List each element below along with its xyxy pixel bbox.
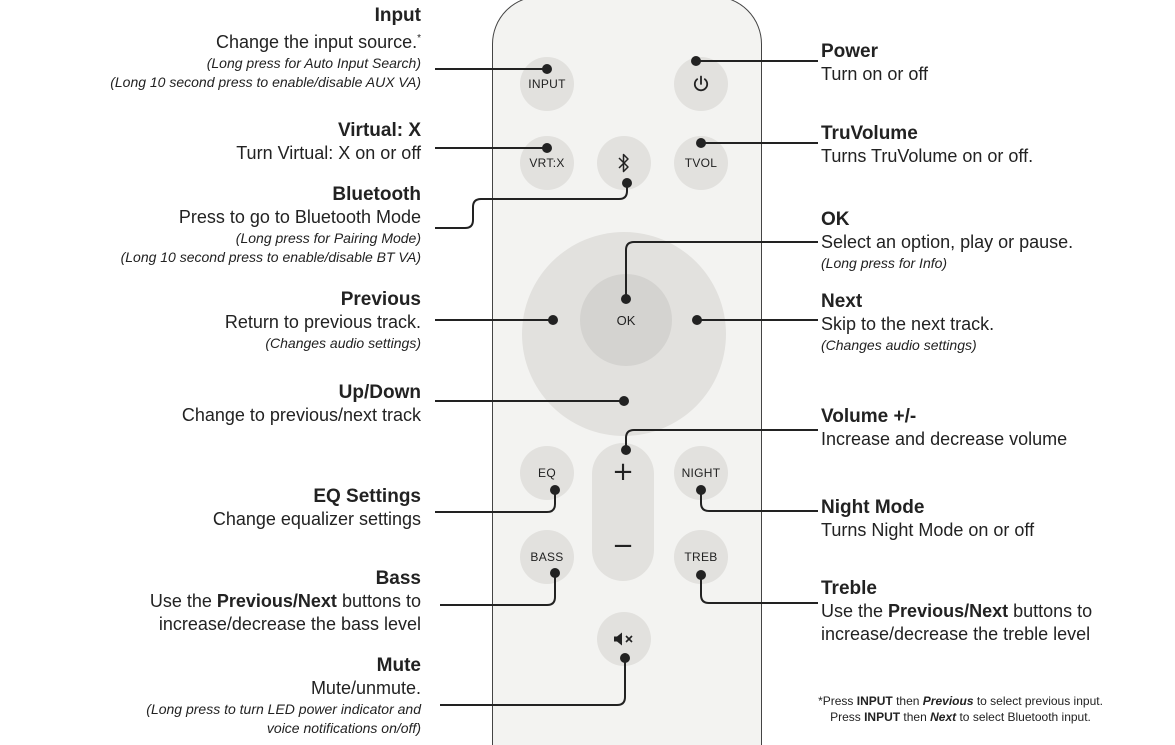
volume-down-button[interactable]: − bbox=[612, 531, 634, 561]
updown-desc: Change to previous/next track bbox=[181, 405, 421, 425]
input-label: Input Change the input source.* (Long pr… bbox=[110, 4, 421, 92]
updown-title: Up/Down bbox=[338, 382, 421, 403]
connector-dot bbox=[691, 56, 701, 66]
treble-desc: Use the Previous/Next buttons to bbox=[821, 601, 1093, 621]
volume-title: Volume +/- bbox=[821, 406, 917, 427]
connector-dot bbox=[550, 485, 560, 495]
bluetooth-title: Bluetooth bbox=[332, 184, 421, 205]
virtual-x-title: Virtual: X bbox=[337, 120, 421, 141]
eq-desc: Change equalizer settings bbox=[212, 509, 421, 529]
next-label: Next Skip to the next track. (Changes au… bbox=[821, 290, 994, 355]
bluetooth-label: Bluetooth Press to go to Bluetooth Mode … bbox=[121, 183, 421, 267]
treble-desc-2: increase/decrease the treble level bbox=[821, 624, 1091, 644]
power-icon bbox=[693, 75, 709, 92]
bass-desc: Use the Previous/Next buttons to bbox=[149, 591, 421, 611]
previous-note: (Changes audio settings) bbox=[265, 335, 421, 351]
connector-dot bbox=[692, 315, 702, 325]
connector-dot bbox=[696, 138, 706, 148]
bass-title: Bass bbox=[375, 568, 421, 589]
previous-title: Previous bbox=[340, 289, 421, 310]
connector-dot bbox=[696, 570, 706, 580]
connector-dot bbox=[550, 568, 560, 578]
connector-dot bbox=[696, 485, 706, 495]
input-note-1: (Long press for Auto Input Search) bbox=[206, 55, 421, 71]
night-desc: Turns Night Mode on or off bbox=[821, 520, 1035, 540]
next-note: (Changes audio settings) bbox=[821, 337, 977, 353]
bass-button[interactable]: BASS bbox=[520, 530, 574, 584]
power-label: Power Turn on or off bbox=[821, 40, 928, 86]
connector-dot bbox=[622, 178, 632, 188]
truvolume-title: TruVolume bbox=[821, 123, 918, 144]
bass-label: Bass Use the Previous/Next buttons to in… bbox=[150, 567, 421, 636]
mute-desc: Mute/unmute. bbox=[310, 678, 421, 698]
connector-dot bbox=[619, 396, 629, 406]
eq-label: EQ Settings Change equalizer settings bbox=[213, 485, 421, 531]
bluetooth-desc: Press to go to Bluetooth Mode bbox=[178, 207, 421, 227]
treble-title: Treble bbox=[821, 578, 877, 599]
bluetooth-note-2: (Long 10 second press to enable/disable … bbox=[120, 249, 421, 265]
eq-title: EQ Settings bbox=[313, 486, 421, 507]
connector-dot bbox=[542, 64, 552, 74]
truvolume-desc: Turns TruVolume on or off. bbox=[821, 146, 1034, 166]
previous-label: Previous Return to previous track. (Chan… bbox=[225, 288, 421, 353]
eq-button[interactable]: EQ bbox=[520, 446, 574, 500]
next-title: Next bbox=[821, 291, 863, 312]
connector-dot bbox=[621, 445, 631, 455]
ok-note: (Long press for Info) bbox=[821, 255, 948, 271]
night-title: Night Mode bbox=[821, 497, 925, 518]
truvolume-label: TruVolume Turns TruVolume on or off. bbox=[821, 122, 1033, 168]
updown-label: Up/Down Change to previous/next track bbox=[182, 381, 421, 427]
previous-desc: Return to previous track. bbox=[224, 312, 421, 332]
power-button[interactable] bbox=[674, 57, 728, 111]
connector-dot bbox=[620, 653, 630, 663]
volume-label: Volume +/- Increase and decrease volume bbox=[821, 405, 1067, 451]
ok-label: OK Select an option, play or pause. (Lon… bbox=[821, 208, 1073, 273]
bluetooth-note-1: (Long press for Pairing Mode) bbox=[235, 230, 421, 246]
volume-rocker[interactable]: + − bbox=[592, 443, 654, 581]
treble-label: Treble Use the Previous/Next buttons to … bbox=[821, 577, 1092, 646]
next-desc: Skip to the next track. bbox=[821, 314, 995, 334]
mute-note-2: voice notifications on/off) bbox=[266, 720, 421, 736]
input-title: Input bbox=[374, 5, 421, 26]
footnote-line-2: Press INPUT then Next to select Bluetoot… bbox=[830, 710, 1091, 724]
bluetooth-icon bbox=[618, 153, 629, 173]
night-label: Night Mode Turns Night Mode on or off bbox=[821, 496, 1034, 542]
bass-desc-2: increase/decrease the bass level bbox=[158, 614, 421, 634]
power-title: Power bbox=[821, 41, 879, 62]
footnote: *Press INPUT then Previous to select pre… bbox=[748, 693, 1173, 725]
power-desc: Turn on or off bbox=[821, 64, 929, 84]
ok-desc: Select an option, play or pause. bbox=[821, 232, 1074, 252]
volume-desc: Increase and decrease volume bbox=[821, 429, 1068, 449]
connector-dot bbox=[542, 143, 552, 153]
virtual-x-desc: Turn Virtual: X on or off bbox=[236, 143, 421, 163]
mute-title: Mute bbox=[376, 655, 421, 676]
ok-title: OK bbox=[821, 209, 850, 230]
input-note-2: (Long 10 second press to enable/disable … bbox=[110, 74, 421, 90]
mute-icon bbox=[614, 632, 633, 646]
footnote-line-1: *Press INPUT then Previous to select pre… bbox=[818, 694, 1103, 708]
mute-note-1: (Long press to turn LED power indicator … bbox=[146, 701, 421, 717]
volume-up-button[interactable]: + bbox=[612, 457, 634, 487]
virtual-x-label: Virtual: X Turn Virtual: X on or off bbox=[236, 119, 421, 165]
mute-label: Mute Mute/unmute. (Long press to turn LE… bbox=[146, 654, 421, 738]
input-desc: Change the input source.* bbox=[215, 32, 421, 52]
connector-dot bbox=[548, 315, 558, 325]
connector-dot bbox=[621, 294, 631, 304]
